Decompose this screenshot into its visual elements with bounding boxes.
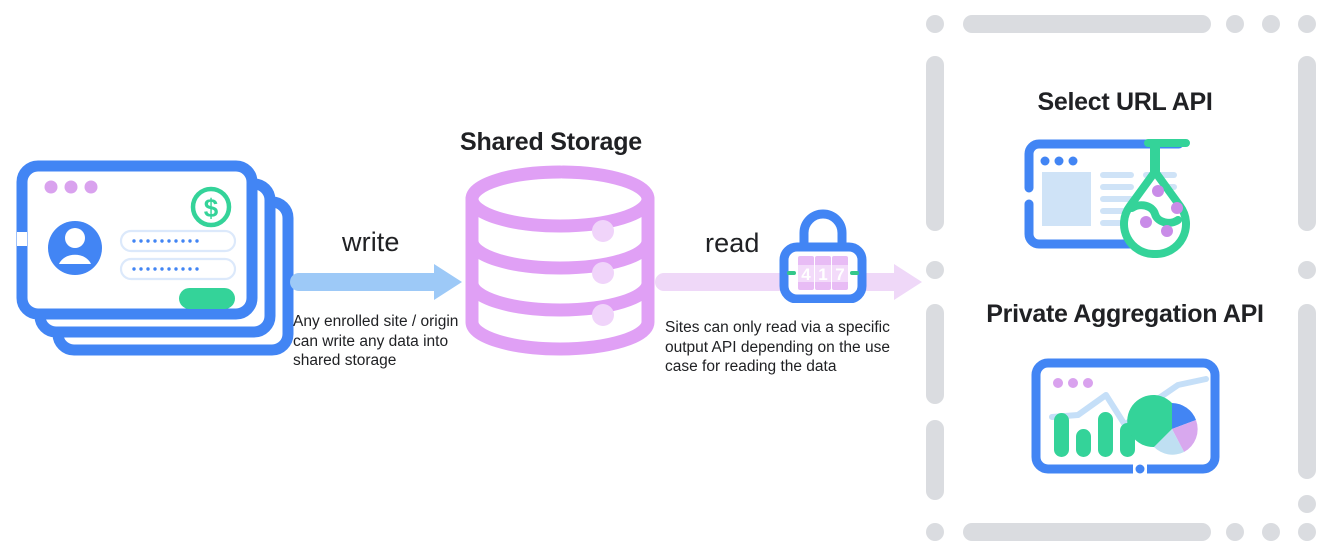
write-arrow-label: write xyxy=(342,227,400,257)
lock-digit-1: 4 xyxy=(801,265,811,284)
frame-left-edge xyxy=(926,56,944,500)
window-dots-purple xyxy=(1053,378,1093,388)
lock-digit-2: 1 xyxy=(818,265,827,284)
frame-right-edge xyxy=(1298,56,1316,513)
read-arrow-label: read xyxy=(705,228,760,258)
lock-tick-marks xyxy=(787,271,859,275)
storage-tier-dots xyxy=(592,220,614,326)
frame-bottom-edge xyxy=(926,523,1316,541)
output-apis-frame xyxy=(915,8,1325,548)
browser-window-with-flask-icon xyxy=(1015,138,1230,259)
lock-digit-3: 7 xyxy=(835,265,844,284)
shared-storage-title: Shared Storage xyxy=(460,128,642,156)
select-url-api-title: Select URL API xyxy=(1037,88,1213,116)
dollar-circle-icon: $ xyxy=(190,186,232,228)
write-arrow-icon xyxy=(290,262,470,302)
flask-bubbles xyxy=(1140,185,1183,237)
user-avatar-icon xyxy=(48,221,102,275)
pie-chart xyxy=(1127,395,1198,455)
bar-chart xyxy=(1054,412,1135,457)
shared-storage-cylinder-icon xyxy=(465,165,655,365)
window-dots-blue xyxy=(1040,156,1078,166)
window-dots xyxy=(44,180,98,194)
input-field-password[interactable] xyxy=(119,257,237,281)
lock-combination-dials: 4 1 7 xyxy=(798,256,848,290)
submit-button[interactable] xyxy=(179,288,235,309)
read-caption: Sites can only read via a specific outpu… xyxy=(665,319,890,375)
svg-text:$: $ xyxy=(204,193,219,223)
frame-top-edge xyxy=(926,15,1316,33)
private-aggregation-api-title: Private Aggregation API xyxy=(986,300,1264,328)
dashboard-charts-icon xyxy=(1028,355,1223,480)
write-caption: Any enrolled site / origin can write any… xyxy=(293,313,459,369)
content-block xyxy=(1042,172,1091,226)
flask-icon xyxy=(1120,139,1190,259)
input-field-username[interactable] xyxy=(119,229,237,253)
padlock-icon: 4 1 7 xyxy=(778,203,868,304)
sites-illustration: $ xyxy=(14,160,304,360)
